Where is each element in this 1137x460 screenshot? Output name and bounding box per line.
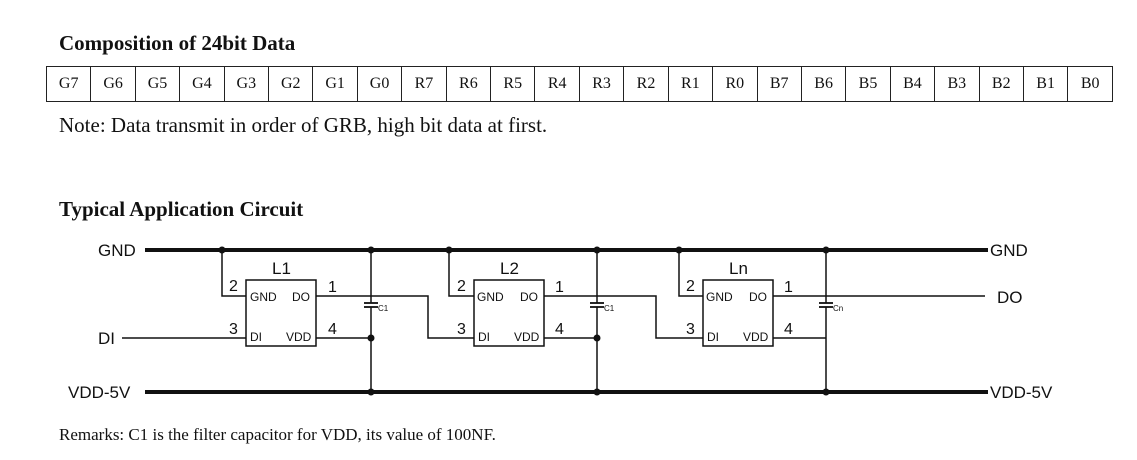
vdd-label-left: VDD-5V: [68, 383, 131, 402]
data-composition-title: Composition of 24bit Data: [59, 31, 296, 55]
bit-cell: R3: [578, 66, 625, 102]
pin-gnd-label: GND: [477, 290, 504, 304]
pin-do-label: DO: [520, 290, 538, 304]
pin-2-number: 2: [457, 278, 466, 295]
led-chip-ln: Ln GND DO DI VDD 2 1 3 4: [686, 259, 793, 347]
gnd-label-right: GND: [990, 241, 1028, 260]
pin-gnd-label: GND: [706, 290, 733, 304]
capacitor-label: Cn: [833, 304, 843, 313]
capacitor-label: C1: [378, 304, 389, 313]
bit-cell: B2: [978, 66, 1024, 102]
pin-1-number: 1: [784, 279, 793, 296]
filter-capacitor-n: Cn: [819, 250, 843, 392]
pin-vdd-label: VDD: [514, 330, 540, 344]
pin-2-number: 2: [686, 278, 695, 295]
bit-cell: G1: [312, 66, 358, 102]
bit-cell: G7: [45, 66, 92, 102]
bit-cell: R2: [623, 66, 669, 102]
bit-cell: G4: [179, 66, 225, 102]
bit-cell: G0: [356, 66, 403, 102]
filter-capacitor-2: C1: [590, 250, 615, 392]
chip-label: L2: [500, 259, 519, 278]
vdd-label-right: VDD-5V: [990, 383, 1053, 402]
pin-do-label: DO: [292, 290, 310, 304]
pin-2-number: 2: [229, 278, 238, 295]
bit-cell: R1: [667, 66, 714, 102]
pin-4-number: 4: [555, 321, 564, 338]
bit-cell: R0: [712, 66, 758, 102]
application-circuit-title: Typical Application Circuit: [59, 197, 304, 221]
pin-di-label: DI: [707, 330, 719, 344]
chip-label: L1: [272, 259, 291, 278]
bit-cell: R6: [445, 66, 492, 102]
pin-di-label: DI: [478, 330, 490, 344]
pin-3-number: 3: [686, 321, 695, 338]
bit-cell: R5: [490, 66, 536, 102]
capacitor-remarks: Remarks: C1 is the filter capacitor for …: [59, 425, 496, 444]
bit-cell: R7: [401, 66, 447, 102]
bit-cell: B0: [1067, 66, 1113, 102]
pin-4-number: 4: [328, 321, 337, 338]
pin-3-number: 3: [229, 321, 238, 338]
pin-gnd-label: GND: [250, 290, 277, 304]
bit-cell: G3: [223, 66, 270, 102]
bit-cell: B1: [1022, 66, 1069, 102]
gnd-label-left: GND: [98, 241, 136, 260]
pin-vdd-label: VDD: [743, 330, 769, 344]
bit-cell: B3: [934, 66, 980, 102]
bit-cell: B5: [845, 66, 891, 102]
bit-cell: B6: [800, 66, 847, 102]
pin-vdd-label: VDD: [286, 330, 312, 344]
led-chip-l2: L2 GND DO DI VDD 2 1 3 4: [457, 259, 564, 347]
chip-label: Ln: [729, 259, 748, 278]
application-circuit-diagram: GND GND VDD-5V VDD-5V DI DO L1 GND DO DI…: [68, 241, 1053, 402]
filter-capacitor-1: C1: [364, 250, 389, 392]
bit-cell: R4: [534, 66, 580, 102]
transmit-order-note: Note: Data transmit in order of GRB, hig…: [59, 113, 548, 137]
pin-4-number: 4: [784, 321, 793, 338]
do-output-label: DO: [997, 288, 1023, 307]
pin-1-number: 1: [555, 279, 564, 296]
pin-di-label: DI: [250, 330, 262, 344]
bit-cell: B7: [756, 66, 802, 102]
bit-cell: G2: [268, 66, 314, 102]
bit-cell: G5: [134, 66, 181, 102]
bit-cell: G6: [90, 66, 136, 102]
pin-do-label: DO: [749, 290, 767, 304]
pin-3-number: 3: [457, 321, 466, 338]
pin-1-number: 1: [328, 279, 337, 296]
di-input-label: DI: [98, 329, 115, 348]
bit-cell: B4: [889, 66, 936, 102]
led-chip-l1: L1 GND DO DI VDD 2 1 3 4: [229, 259, 337, 347]
capacitor-label: C1: [604, 304, 615, 313]
